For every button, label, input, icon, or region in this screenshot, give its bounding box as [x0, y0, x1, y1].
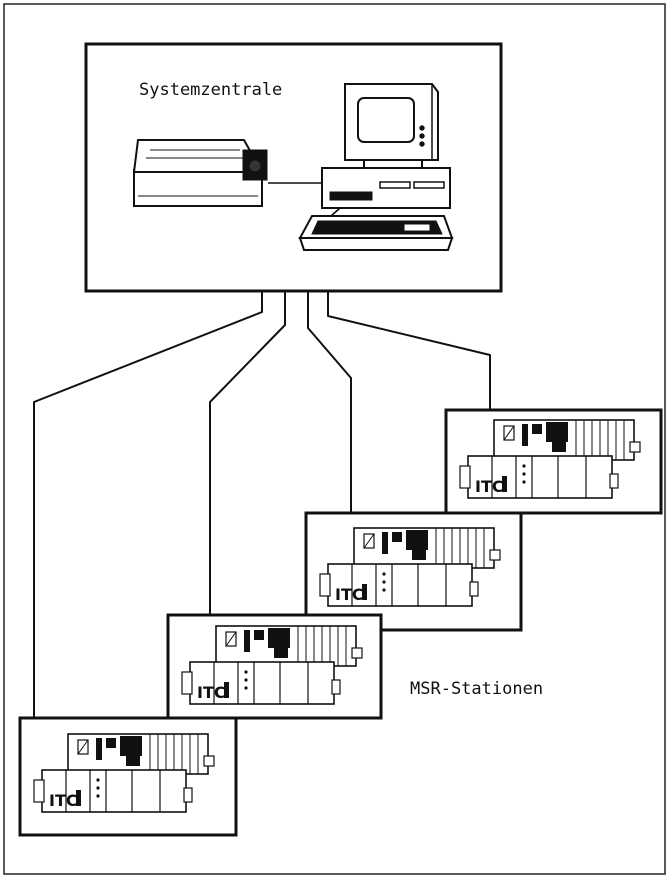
connection-lines — [33, 290, 491, 718]
keyboard-icon — [298, 215, 454, 251]
rack-logo: ITC — [197, 683, 226, 702]
central-system-box — [84, 42, 503, 293]
connection-line-2 — [209, 290, 286, 615]
msr-station-2: ITC — [166, 613, 383, 720]
msr-station-1: ITC — [18, 716, 238, 837]
connection-line-4 — [327, 290, 491, 410]
msr-station-3: ITC — [304, 511, 523, 632]
computer-icon — [321, 83, 451, 225]
connection-line-3 — [307, 290, 352, 513]
central-system-label: Systemzentrale — [139, 80, 283, 100]
rack-logo: ITC — [49, 791, 78, 810]
page-border — [3, 3, 666, 875]
rack-logo: ITC — [475, 477, 504, 496]
connection-line-1 — [33, 290, 263, 718]
stations-label: MSR-Stationen — [410, 679, 544, 699]
printer-icon — [132, 139, 268, 207]
msr-station-4: ITC — [444, 408, 663, 515]
rack-logo: ITC — [335, 585, 364, 604]
